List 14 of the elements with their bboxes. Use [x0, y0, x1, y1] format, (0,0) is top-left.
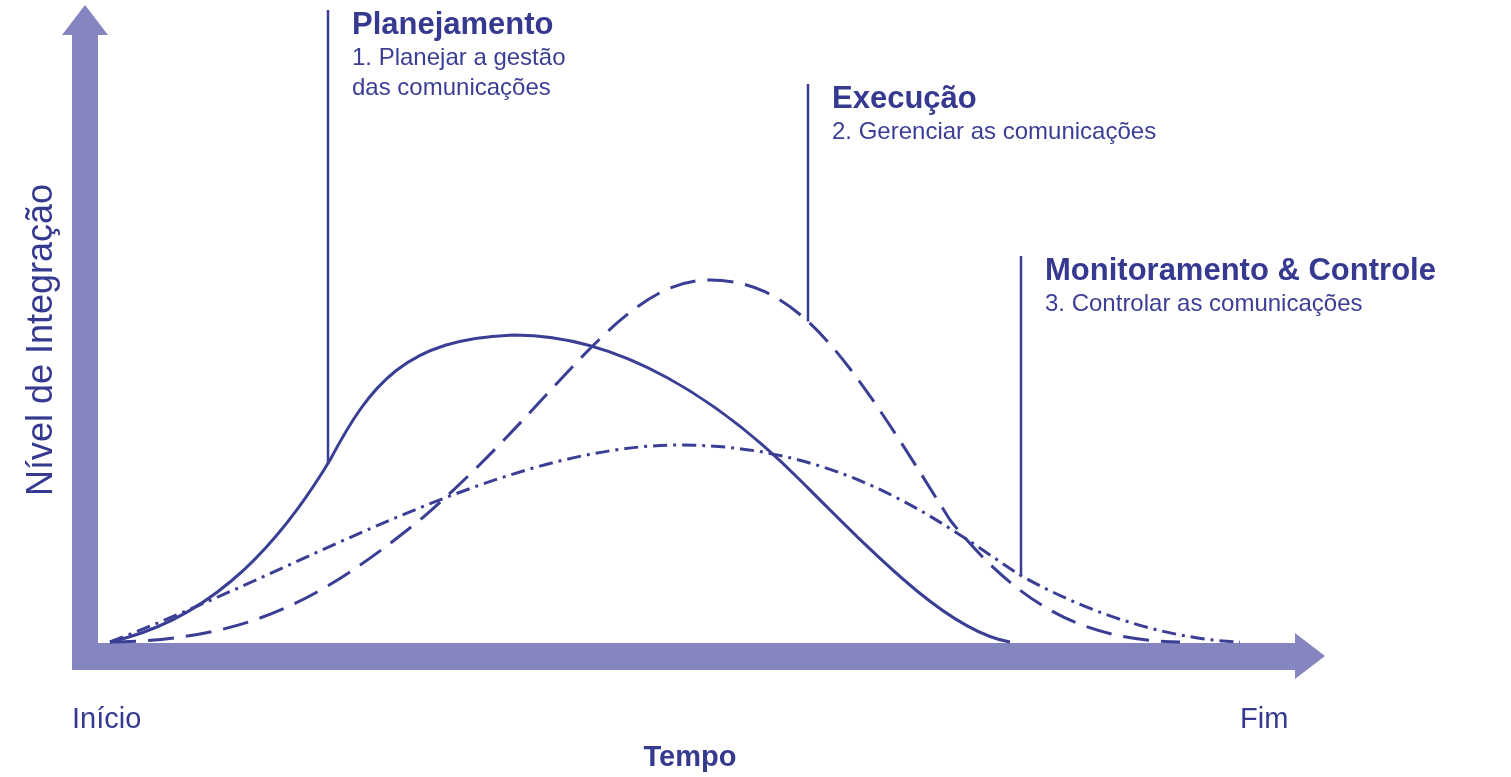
axis-title: Tempo — [643, 740, 737, 773]
axis-end-label: Fim — [1240, 702, 1289, 735]
phase-heading: Execução — [832, 80, 977, 116]
dash-dot-curve — [109, 443, 1241, 644]
phase-heading: Monitoramento & Controle — [1045, 252, 1436, 288]
phase-description: 3. Controlar as comunicações — [1045, 288, 1363, 318]
axis-start-label: Início — [72, 702, 142, 735]
axis-title: Nível de Integração — [19, 183, 61, 497]
leader-line — [326, 10, 330, 464]
leader-line — [1019, 256, 1023, 576]
leader-line — [806, 84, 810, 322]
phase-description: 2. Gerenciar as comunicações — [832, 116, 1157, 146]
phase-heading: Planejamento — [352, 6, 554, 42]
phase-description: 1. Planejar a gestão das comunicações — [352, 42, 567, 102]
